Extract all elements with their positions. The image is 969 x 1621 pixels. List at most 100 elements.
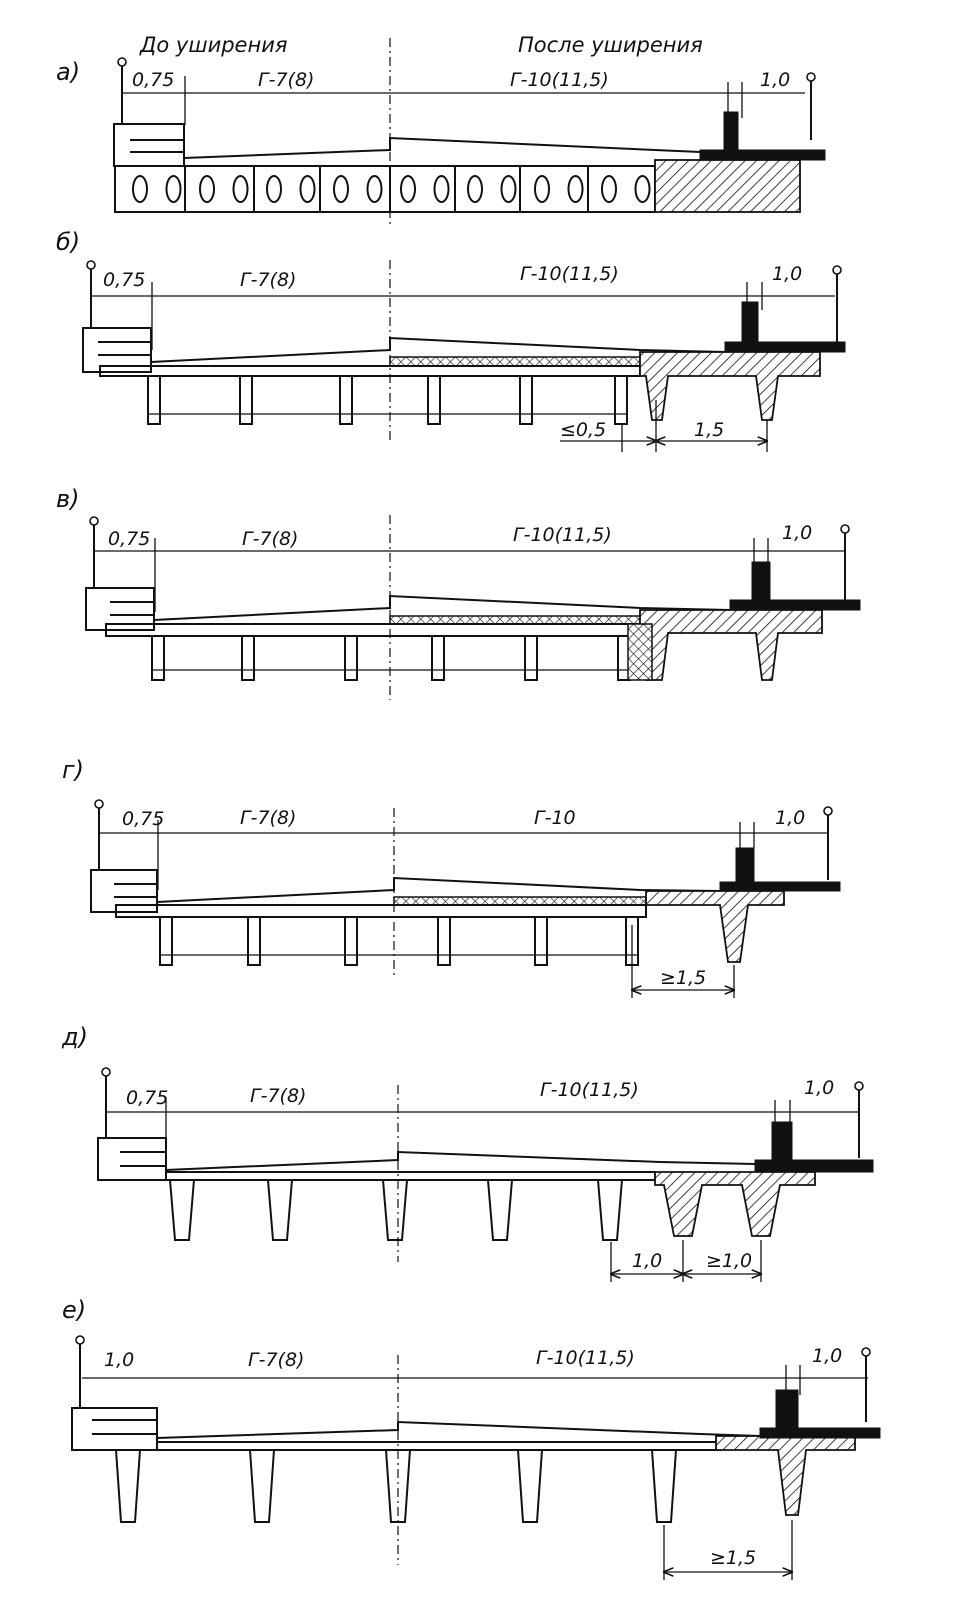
slab-void xyxy=(366,175,383,203)
dim-new-width: Г-10(11,5) xyxy=(540,1079,639,1101)
slab-void xyxy=(634,175,651,203)
slab-void xyxy=(199,175,215,203)
panel-g: г) 0,75 Г-7(8) Г-10 1,0 ≥1,5 xyxy=(62,756,841,998)
old-tee-beams xyxy=(114,1449,678,1523)
rib xyxy=(427,375,441,425)
dim-extra-1: ≥1,5 xyxy=(660,967,706,989)
dim-old-width: Г-7(8) xyxy=(240,807,296,829)
curb-block xyxy=(735,847,755,885)
slab-void xyxy=(601,175,617,203)
old-deck-slab xyxy=(99,365,641,377)
old-ribs xyxy=(159,916,639,966)
slab-void xyxy=(433,175,450,203)
dim-old-width: Г-7(8) xyxy=(258,69,314,91)
rib xyxy=(534,916,548,966)
panel-label: в) xyxy=(56,485,80,513)
new-slab-section xyxy=(654,159,801,213)
dim-new-width: Г-10(11,5) xyxy=(513,524,612,546)
rib xyxy=(239,375,253,425)
new-beam-section xyxy=(715,1435,856,1516)
curb-block xyxy=(741,301,759,347)
dim-extra-2: ≥1,0 xyxy=(706,1250,752,1272)
rib xyxy=(519,375,533,425)
rib xyxy=(344,916,358,966)
joint-filler xyxy=(627,623,653,681)
overlay-layer xyxy=(389,356,641,367)
new-sidewalk-slab xyxy=(699,149,826,161)
sidewalk-block-left xyxy=(113,123,185,167)
curb-block xyxy=(751,561,771,603)
rib xyxy=(614,375,628,425)
old-deck-slab xyxy=(125,1171,656,1181)
rib xyxy=(344,635,358,681)
panel-label: е) xyxy=(62,1296,86,1324)
slab-void xyxy=(333,175,349,203)
tee-beam xyxy=(516,1449,544,1523)
dim-left-sidewalk: 0,75 xyxy=(132,69,174,91)
tee-beam xyxy=(596,1179,624,1241)
slab-void xyxy=(467,175,483,203)
slab-void xyxy=(266,175,282,203)
panel-label: б) xyxy=(56,228,80,256)
dim-extra-1: ≥1,5 xyxy=(710,1547,756,1569)
old-ribs xyxy=(151,635,631,681)
dim-right-sidewalk: 1,0 xyxy=(775,807,805,829)
panel-label: а) xyxy=(56,58,80,86)
slab-void xyxy=(534,175,550,203)
tee-beam xyxy=(168,1179,196,1241)
header-before: До уширения xyxy=(139,33,287,57)
tee-beam xyxy=(384,1449,412,1523)
old-deck-slab xyxy=(72,1441,721,1451)
dim-new-width: Г-10(11,5) xyxy=(536,1347,635,1369)
rib xyxy=(147,375,161,425)
dim-old-width: Г-7(8) xyxy=(248,1349,304,1371)
dim-right-sidewalk: 1,0 xyxy=(812,1345,842,1367)
dim-right-sidewalk: 1,0 xyxy=(782,522,812,544)
slab-void xyxy=(299,175,316,203)
curb-block xyxy=(771,1121,793,1163)
rib xyxy=(241,635,255,681)
dim-extra-1: 1,0 xyxy=(632,1250,662,1272)
old-tee-beams xyxy=(168,1179,624,1241)
dim-new-width: Г-10(11,5) xyxy=(510,69,609,91)
panel-label: д) xyxy=(61,1023,88,1051)
slab-void xyxy=(165,175,182,203)
slab-void xyxy=(132,175,148,203)
panel-d: д) 0,75 Г-7(8) Г-10(11,5) 1,0 1,0 ≥1,0 xyxy=(61,1023,874,1282)
slab-void xyxy=(400,175,416,203)
curb-block xyxy=(723,111,739,153)
curb-block xyxy=(775,1389,799,1431)
header-after: После уширения xyxy=(518,33,703,57)
dim-left-sidewalk: 0,75 xyxy=(108,528,150,550)
rib xyxy=(524,635,538,681)
slab-void xyxy=(500,175,517,203)
old-ribs xyxy=(147,375,628,425)
rib xyxy=(159,916,173,966)
tee-beam xyxy=(248,1449,276,1523)
slab-void xyxy=(567,175,584,203)
dim-old-width: Г-7(8) xyxy=(240,269,296,291)
rib xyxy=(339,375,353,425)
tee-beam xyxy=(486,1179,514,1241)
dim-left-sidewalk: 0,75 xyxy=(126,1087,168,1109)
panel-b: б) 0,75 Г-7(8) Г-10(11,5) 1,0 ≤0,5 1,5 xyxy=(56,228,846,452)
dim-right-sidewalk: 1,0 xyxy=(772,263,802,285)
dim-left-sidewalk: 1,0 xyxy=(104,1349,134,1371)
dim-old-width: Г-7(8) xyxy=(250,1085,306,1107)
dim-left-sidewalk: 0,75 xyxy=(122,808,164,830)
tee-beam xyxy=(114,1449,142,1523)
rib xyxy=(431,635,445,681)
panel-a: а) 0,75 Г-7(8) Г-10(11,5) 1,0 xyxy=(56,38,826,228)
new-beam-section xyxy=(639,351,821,421)
dim-new-width: Г-10 xyxy=(534,807,576,829)
dim-extra-2: 1,5 xyxy=(694,419,724,441)
new-beam-section xyxy=(654,1171,816,1237)
panel-e: е) 1,0 Г-7(8) Г-10(11,5) 1,0 ≥1,5 xyxy=(62,1296,881,1580)
dim-right-sidewalk: 1,0 xyxy=(804,1077,834,1099)
dim-extra-1: ≤0,5 xyxy=(560,419,606,441)
tee-beam xyxy=(266,1179,294,1241)
rib xyxy=(247,916,261,966)
panel-v: в) 0,75 Г-7(8) Г-10(11,5) 1,0 xyxy=(56,485,861,700)
dim-new-width: Г-10(11,5) xyxy=(520,263,619,285)
